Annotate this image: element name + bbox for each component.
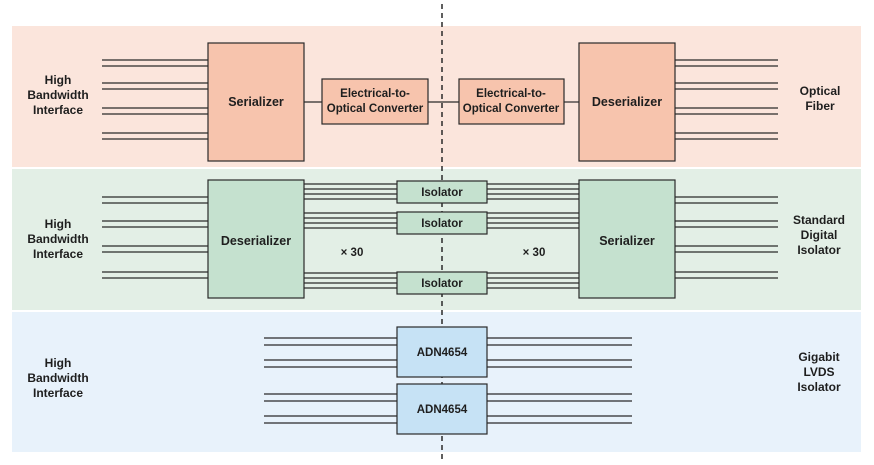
row2-right-label-2: Digital xyxy=(801,228,838,242)
serializer-label: Serializer xyxy=(228,95,284,109)
row3-left-label-3: Interface xyxy=(33,386,83,400)
row1-left-label-3: Interface xyxy=(33,103,83,117)
isolator-label-2: Isolator xyxy=(421,218,463,230)
optical-row xyxy=(102,59,778,140)
row1-left-label-1: High xyxy=(45,73,72,87)
row2-right-label-1: Standard xyxy=(793,213,845,227)
optical-band xyxy=(12,26,861,167)
isolator-label-1: Isolator xyxy=(421,187,463,199)
row3-right-label-3: Isolator xyxy=(797,380,841,394)
eo-converter-right-line1: Electrical-to- xyxy=(476,88,546,100)
eo-converter-right xyxy=(458,78,565,125)
isolator-box-1 xyxy=(396,180,488,204)
isolator-label-3: Isolator xyxy=(421,278,463,290)
deserializer-block xyxy=(578,42,676,162)
adn4654-chip-2 xyxy=(396,383,488,435)
row3-right-label-2: LVDS xyxy=(803,365,834,379)
lvds-row xyxy=(264,337,632,424)
deserializer-label-2: Deserializer xyxy=(221,234,291,248)
serializer-block-2 xyxy=(578,179,676,299)
row1-right-label-1: Optical xyxy=(800,84,841,98)
digital-row xyxy=(102,183,778,289)
row1-left-label-2: Bandwidth xyxy=(27,88,88,102)
row3-left-label-1: High xyxy=(45,356,72,370)
isolator-box-2 xyxy=(396,211,488,235)
row2-left-label-2: Bandwidth xyxy=(27,232,88,246)
eo-converter-left xyxy=(321,78,429,125)
row1-right-label-2: Fiber xyxy=(805,99,835,113)
deserializer-label: Deserializer xyxy=(592,95,662,109)
row3-right-label-1: Gigabit xyxy=(798,350,839,364)
adn4654-chip-1 xyxy=(396,326,488,378)
serializer-block xyxy=(207,42,305,162)
row2-left-label-3: Interface xyxy=(33,247,83,261)
deserializer-block-2 xyxy=(207,179,305,299)
row3-left-label-2: Bandwidth xyxy=(27,371,88,385)
eo-converter-left-line1: Electrical-to- xyxy=(340,88,410,100)
multiplier-left: × 30 xyxy=(341,247,364,259)
adn4654-label-2: ADN4654 xyxy=(417,404,468,416)
eo-converter-left-line2: Optical Converter xyxy=(327,103,424,115)
serializer-label-2: Serializer xyxy=(599,234,655,248)
adn4654-label-1: ADN4654 xyxy=(417,347,468,359)
isolator-box-3 xyxy=(396,271,488,295)
row2-left-label-1: High xyxy=(45,217,72,231)
eo-converter-right-line2: Optical Converter xyxy=(463,103,560,115)
row2-right-label-3: Isolator xyxy=(797,243,841,257)
multiplier-right: × 30 xyxy=(523,247,546,259)
